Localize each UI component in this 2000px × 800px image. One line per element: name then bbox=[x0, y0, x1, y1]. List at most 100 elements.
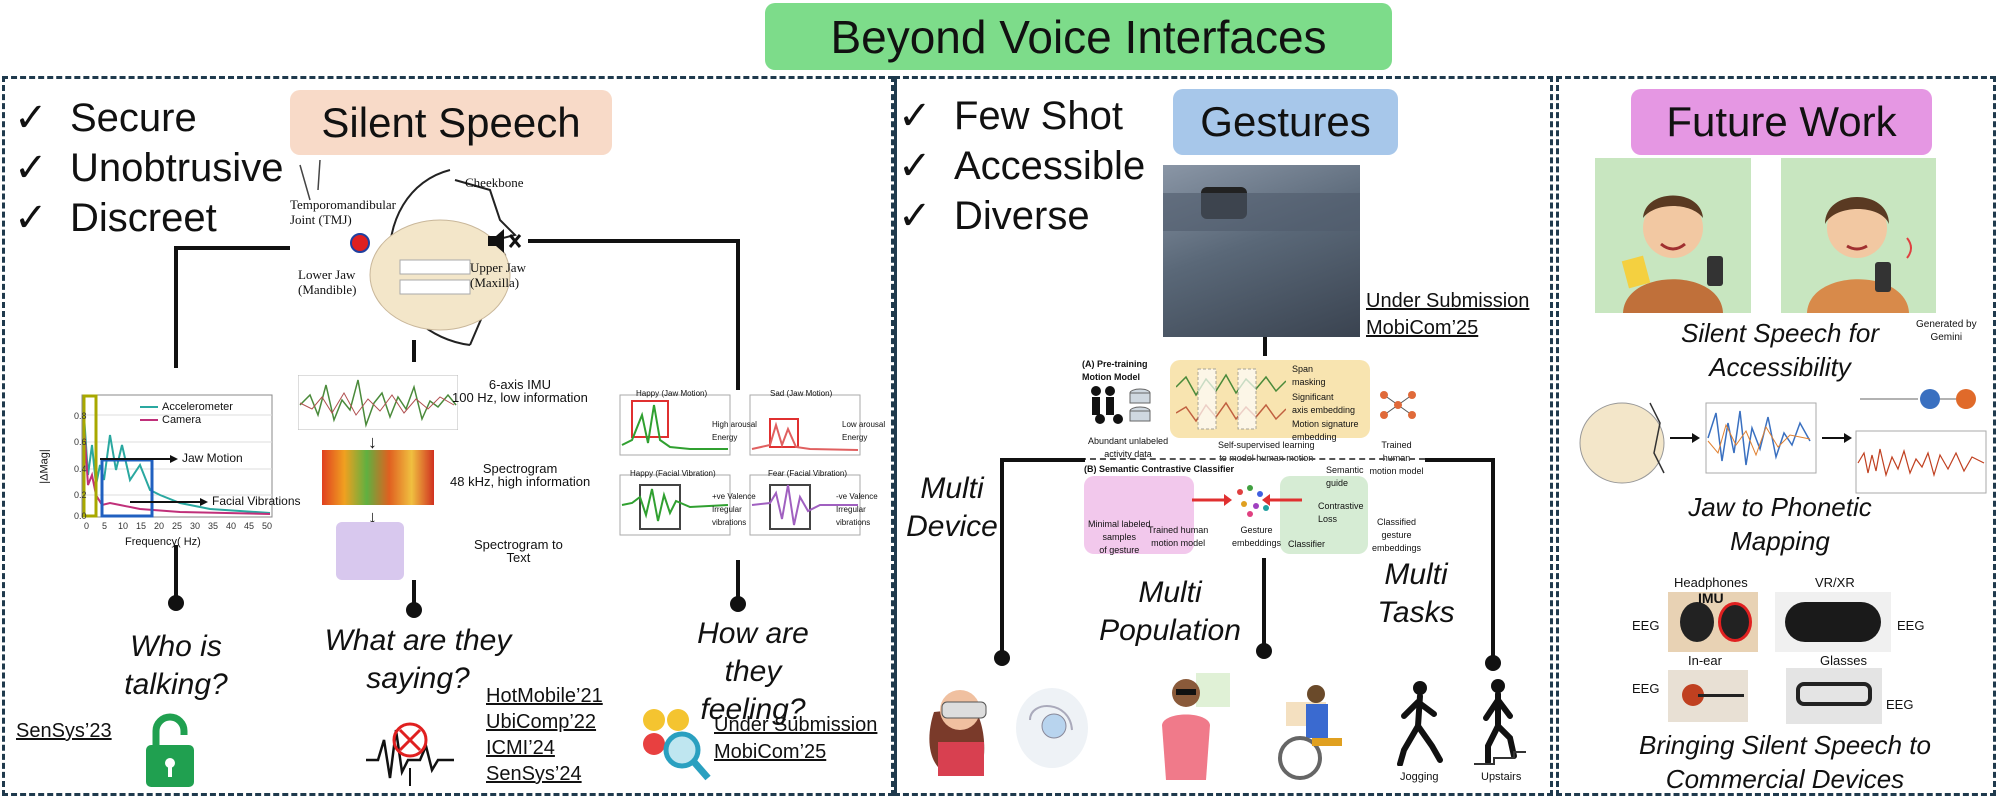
people-icon bbox=[1091, 386, 1151, 424]
label-span-masking: Span masking bbox=[1292, 364, 1326, 387]
task-label-upstairs: Upstairs bbox=[1481, 771, 1522, 783]
emotion-search-icon bbox=[643, 709, 711, 781]
embedding-cluster bbox=[1237, 485, 1269, 517]
checkmark-icon: ✓ bbox=[898, 194, 932, 238]
emotion-title-3: Happy (Facial Vibration) bbox=[630, 469, 716, 478]
gestures-header: Gestures bbox=[1173, 89, 1398, 155]
label-upper-jaw: Upper Jaw (Maxilla) bbox=[470, 260, 526, 290]
unlock-icon bbox=[146, 713, 194, 787]
person-icon bbox=[1621, 195, 1723, 313]
model-divider bbox=[1080, 458, 1425, 460]
label-axis-embedding: Significant axis embedding bbox=[1292, 392, 1356, 415]
ref-under-submission: Under Submission bbox=[714, 714, 878, 736]
device-label-glasses: Glasses bbox=[1820, 653, 1867, 668]
label-tmj: Temporomandibular Joint (TMJ) bbox=[290, 197, 396, 227]
svg-text:5: 5 bbox=[102, 521, 107, 531]
svg-text:0.6: 0.6 bbox=[74, 437, 87, 447]
question-who-talking: Who is talking? bbox=[124, 630, 228, 701]
ref-sensys23: SenSys’23 bbox=[16, 720, 112, 742]
gestures-ref-under-submission: Under Submission bbox=[1366, 290, 1530, 312]
eeg-label-left-bottom: EEG bbox=[1632, 681, 1660, 696]
legend-accelerometer: Accelerometer bbox=[162, 401, 233, 413]
question-what-saying: What are they saying? bbox=[324, 624, 512, 695]
emotion-note-4: -ve Valence Irregular vibrations bbox=[836, 492, 878, 527]
ref-ubicomp22: UbiComp’22 bbox=[486, 711, 597, 733]
in-ear-photo bbox=[1668, 670, 1748, 722]
gestures-ref-mobicom25: MobiCom’25 bbox=[1366, 317, 1479, 339]
question-how-feeling: How are they feeling? bbox=[697, 617, 809, 726]
down-arrow: ↓ bbox=[368, 432, 377, 452]
future-work-header: Future Work bbox=[1631, 89, 1932, 155]
checkmark-icon: ✓ bbox=[898, 94, 932, 138]
pipeline-spectrogram: Spectrogram 48 kHz, high information bbox=[450, 461, 591, 489]
label-multi-device: Multi Device bbox=[906, 472, 998, 543]
classifier-green-region bbox=[1280, 476, 1368, 554]
ref-hotmobile21: HotMobile’21 bbox=[486, 685, 603, 707]
svg-text:45: 45 bbox=[244, 521, 254, 531]
pretraining-signals bbox=[1176, 368, 1286, 430]
ref-mobicom25: MobiCom’25 bbox=[714, 741, 827, 763]
check-secure: ✓Secure bbox=[14, 96, 197, 140]
svg-text:0: 0 bbox=[84, 521, 89, 531]
eeg-label-right-top: EEG bbox=[1897, 618, 1925, 633]
illustration-person-silent-speech-2 bbox=[1781, 158, 1936, 313]
label-cheekbone: Cheekbone bbox=[465, 175, 524, 190]
future-work-panel bbox=[1556, 76, 1996, 796]
wheelchair-person-icon bbox=[1278, 685, 1342, 780]
spectrogram-image bbox=[322, 450, 434, 505]
emotion-title-2: Sad (Jaw Motion) bbox=[770, 389, 833, 398]
silent-speech-header: Silent Speech bbox=[290, 90, 612, 155]
svg-text:20: 20 bbox=[154, 521, 164, 531]
emotion-note-2: Low arousal Energy bbox=[842, 420, 886, 442]
check-few-shot: ✓Few Shot bbox=[898, 94, 1123, 138]
classifier-diagram: (B) Semantic Contrastive Classifier Mini… bbox=[1080, 460, 1425, 560]
no-voice-signal-icon bbox=[366, 722, 454, 786]
jogging-figure-icon bbox=[1397, 681, 1443, 766]
upstairs-figure-icon bbox=[1474, 679, 1526, 765]
classifier-title: (B) Semantic Contrastive Classifier bbox=[1084, 464, 1235, 474]
pipeline-text: Spectrogram to Text bbox=[474, 537, 563, 565]
label-semantic-guide: Semantic guide bbox=[1326, 465, 1364, 488]
label-classified-embeddings: Classified gesture embeddings bbox=[1372, 517, 1422, 553]
jaw-to-phonetic-diagram bbox=[1579, 389, 1987, 494]
label-lower-jaw: Lower Jaw (Mandible) bbox=[298, 267, 357, 297]
emotion-plots bbox=[619, 394, 861, 536]
pipeline-imu: 6-axis IMU 100 Hz, low information bbox=[452, 377, 588, 405]
label-contrastive-loss: Contrastive Loss bbox=[1318, 501, 1364, 524]
chart-xlabel: Frequency( Hz) bbox=[125, 536, 201, 548]
label-motion-signature: Motion signature embedding bbox=[1292, 419, 1359, 442]
imu-signal-plot bbox=[298, 375, 458, 430]
smartwatch-photo bbox=[1163, 165, 1360, 337]
check-discreet: ✓Discreet bbox=[14, 196, 217, 240]
annotation-jaw-motion: Jaw Motion bbox=[182, 451, 243, 465]
annotation-facial-vibrations: Facial Vibrations bbox=[212, 494, 301, 508]
down-arrow: ↓ bbox=[368, 507, 377, 527]
check-unobtrusive: ✓Unobtrusive bbox=[14, 146, 284, 190]
headphones-photo: IMU bbox=[1668, 590, 1758, 652]
check-accessible: ✓Accessible bbox=[898, 144, 1146, 188]
imu-label: IMU bbox=[1698, 590, 1724, 606]
eeg-label-right-bottom: EEG bbox=[1886, 697, 1914, 712]
svg-text:0.8: 0.8 bbox=[74, 411, 87, 421]
ref-icmi24: ICMI’24 bbox=[486, 737, 555, 759]
svg-text:15: 15 bbox=[136, 521, 146, 531]
glasses-photo bbox=[1786, 668, 1882, 724]
svg-text:25: 25 bbox=[172, 521, 182, 531]
emotion-title-4: Fear (Facial Vibration) bbox=[768, 469, 847, 478]
headphone-cup-left bbox=[1680, 602, 1714, 642]
checkmark-icon: ✓ bbox=[14, 146, 48, 190]
checkmark-icon: ✓ bbox=[14, 96, 48, 140]
svg-text:30: 30 bbox=[190, 521, 200, 531]
label-multi-population: Multi Population bbox=[1099, 576, 1241, 647]
in-ear-bud bbox=[1682, 684, 1704, 706]
emotion-title-1: Happy (Jaw Motion) bbox=[636, 389, 708, 398]
caption-jaw-to-phonetic: Jaw to Phonetic Mapping bbox=[1688, 492, 1872, 556]
ref-sensys24: SenSys’24 bbox=[486, 763, 582, 785]
neural-net-icon bbox=[1380, 391, 1416, 419]
arm-shape bbox=[1163, 193, 1360, 231]
check-diverse: ✓Diverse bbox=[898, 194, 1090, 238]
device-label-headphones: Headphones bbox=[1674, 575, 1748, 590]
pretraining-title: (A) Pre-training Motion Model bbox=[1082, 359, 1148, 382]
